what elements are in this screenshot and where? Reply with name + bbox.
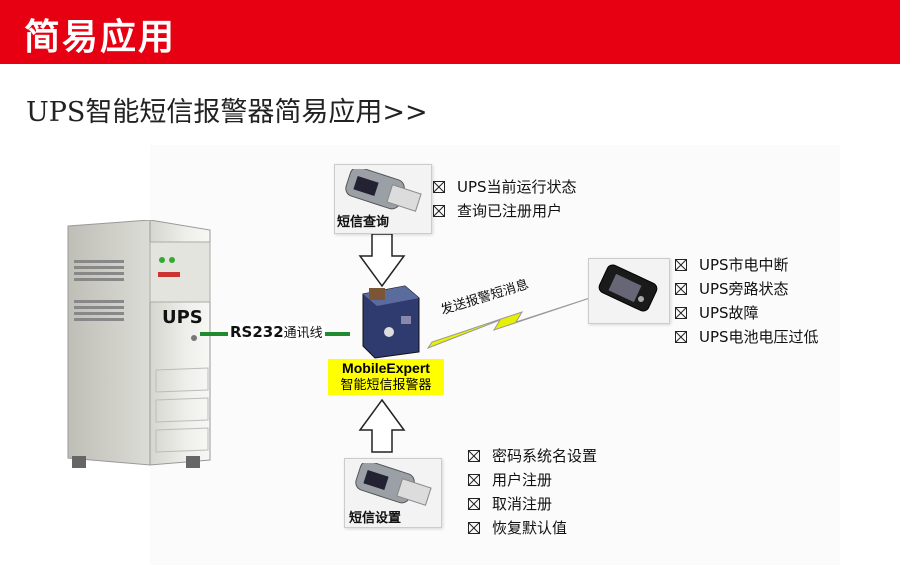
phone-icon (355, 463, 432, 506)
query-phone-card: 短信查询 (334, 164, 432, 234)
title-banner: 简易应用 (0, 0, 900, 64)
checklist-item-label: 取消注册 (492, 495, 553, 513)
checkbox-x-icon (675, 307, 687, 319)
checklist-item-label: UPS市电中断 (699, 256, 789, 274)
query-phone-label: 短信查询 (337, 215, 390, 230)
arrow-up-from-settings (358, 398, 406, 453)
checklist-item-label: 密码系统名设置 (492, 447, 598, 465)
banner-title: 简易应用 (24, 17, 177, 58)
rs232-protocol: RS232 (230, 323, 284, 341)
checklist-item: UPS当前运行状态 (433, 175, 577, 199)
lightning-signal-icon (426, 295, 597, 350)
checklist-item-label: UPS故障 (699, 304, 759, 322)
settings-phone-card: 短信设置 (344, 458, 442, 528)
checkbox-x-icon (468, 498, 480, 510)
checklist-item: 用户注册 (468, 468, 597, 492)
sms-alarm-device-icon (362, 285, 420, 359)
checklist-item: UPS电池电压过低 (675, 325, 819, 349)
rs232-label: RS232通讯线 (228, 322, 325, 341)
checkbox-x-icon (468, 522, 480, 534)
settings-checklist: 密码系统名设置 用户注册 取消注册 恢复默认值 (468, 444, 597, 540)
arrow-down-from-query (358, 233, 406, 288)
ups-cabinet-illustration (67, 220, 211, 468)
device-label: MobileExpert 智能短信报警器 (328, 359, 444, 395)
query-checklist: UPS当前运行状态 查询已注册用户 (433, 175, 577, 223)
alarm-phone-card (588, 258, 670, 324)
checklist-item-label: 恢复默认值 (492, 519, 568, 537)
ups-label: UPS (162, 307, 203, 328)
phone-icon (598, 264, 658, 312)
diagram-background (150, 145, 840, 565)
checklist-item: 查询已注册用户 (433, 199, 577, 223)
rs232-cable-text: 通讯线 (283, 326, 323, 341)
checkbox-x-icon (675, 259, 687, 271)
checkbox-x-icon (433, 205, 445, 217)
checklist-item-label: UPS当前运行状态 (457, 178, 577, 196)
checkbox-x-icon (433, 181, 445, 193)
checklist-item: UPS故障 (675, 301, 819, 325)
device-brand: MobileExpert (342, 360, 430, 376)
checklist-item: UPS旁路状态 (675, 277, 819, 301)
page-subtitle: UPS智能短信报警器简易应用>> (26, 97, 428, 128)
checklist-item-label: UPS电池电压过低 (699, 328, 819, 346)
checklist-item: UPS市电中断 (675, 253, 819, 277)
checkbox-x-icon (675, 331, 687, 343)
checkbox-x-icon (468, 450, 480, 462)
checkbox-x-icon (468, 474, 480, 486)
checklist-item-label: 查询已注册用户 (457, 202, 563, 220)
alarm-checklist: UPS市电中断 UPS旁路状态 UPS故障 UPS电池电压过低 (675, 253, 819, 349)
checkbox-x-icon (675, 283, 687, 295)
device-name: 智能短信报警器 (340, 378, 432, 393)
phone-icon (345, 169, 422, 212)
checklist-item: 取消注册 (468, 492, 597, 516)
settings-phone-label: 短信设置 (349, 511, 402, 526)
checklist-item-label: 用户注册 (492, 471, 553, 489)
checklist-item: 密码系统名设置 (468, 444, 597, 468)
checklist-item-label: UPS旁路状态 (699, 280, 789, 298)
checklist-item: 恢复默认值 (468, 516, 597, 540)
